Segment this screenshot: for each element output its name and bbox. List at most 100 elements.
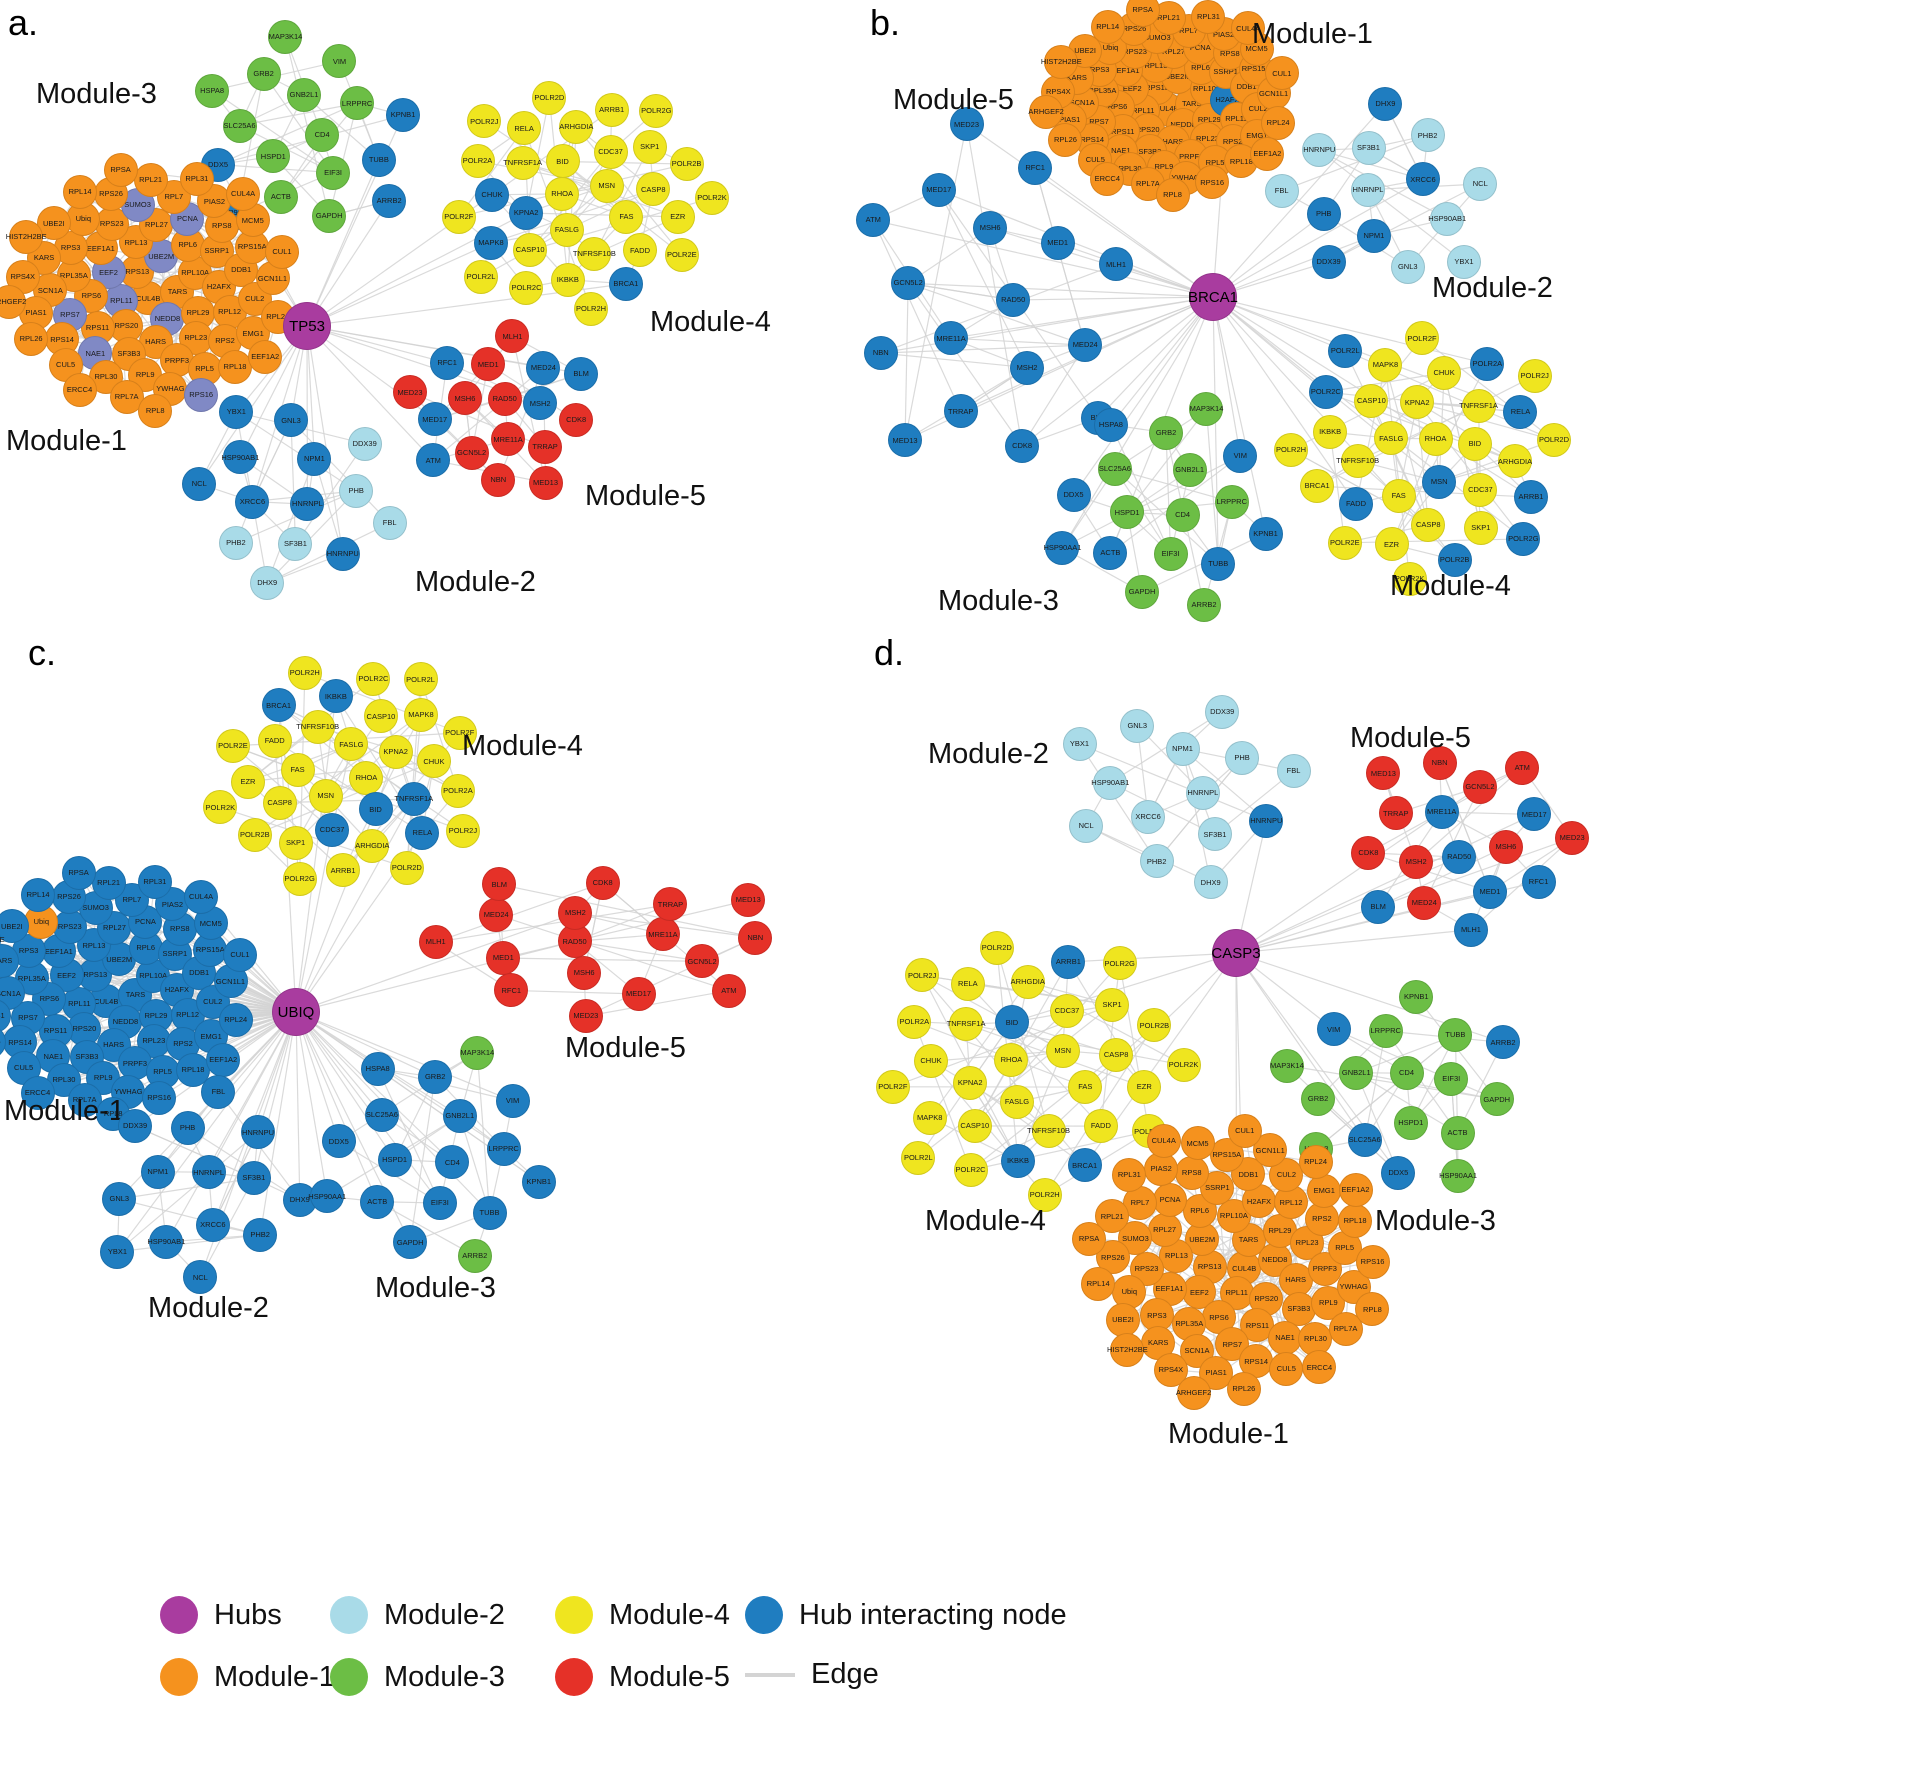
gene-node-msn[interactable]: MSN	[1045, 1033, 1080, 1068]
gene-node-fas[interactable]: FAS	[1068, 1069, 1103, 1104]
gene-node-msh2[interactable]: MSH2	[558, 896, 593, 931]
gene-node-kpnb1[interactable]: KPNB1	[386, 98, 421, 133]
gene-node-actb[interactable]: ACTB	[1440, 1115, 1475, 1150]
gene-node-rpl24[interactable]: RPL24	[218, 1002, 253, 1037]
gene-node-rpl31[interactable]: RPL31	[179, 161, 214, 196]
gene-node-med24[interactable]: MED24	[526, 350, 561, 385]
gene-node-rpsa[interactable]: RPSA	[1072, 1221, 1107, 1256]
gene-node-xrcc6[interactable]: XRCC6	[1405, 162, 1440, 197]
gene-node-gnl3[interactable]: GNL3	[102, 1181, 137, 1216]
gene-node-bid[interactable]: BID	[1457, 426, 1492, 461]
gene-node-polr2g[interactable]: POLR2G	[1102, 946, 1137, 981]
gene-node-atm[interactable]: ATM	[711, 973, 746, 1008]
gene-node-polr2a[interactable]: POLR2A	[460, 143, 495, 178]
gene-node-sf3b1[interactable]: SF3B1	[278, 527, 313, 562]
gene-node-arrb1[interactable]: ARRB1	[594, 92, 629, 127]
gene-node-trrap[interactable]: TRRAP	[528, 430, 563, 465]
gene-node-blm[interactable]: BLM	[482, 867, 517, 902]
gene-node-rpl26[interactable]: RPL26	[1048, 122, 1083, 157]
gene-node-polr2e[interactable]: POLR2E	[664, 237, 699, 272]
gene-node-hnrnpl[interactable]: HNRNPL	[1350, 172, 1385, 207]
gene-node-kpna2[interactable]: KPNA2	[509, 195, 544, 230]
gene-node-skp1[interactable]: SKP1	[632, 129, 667, 164]
gene-node-med17[interactable]: MED17	[921, 173, 956, 208]
gene-node-dhx9[interactable]: DHX9	[1193, 865, 1228, 900]
gene-node-phb[interactable]: PHB	[170, 1110, 205, 1145]
gene-node-mapk8[interactable]: MAPK8	[403, 697, 438, 732]
gene-node-eif3i[interactable]: EIF3I	[1153, 537, 1188, 572]
gene-node-nbn[interactable]: NBN	[1422, 746, 1457, 781]
gene-node-med13[interactable]: MED13	[528, 465, 563, 500]
gene-node-eef1a2[interactable]: EEF1A2	[206, 1043, 241, 1078]
gene-node-cdc37[interactable]: CDC37	[593, 134, 628, 169]
gene-node-npm1[interactable]: NPM1	[1356, 218, 1391, 253]
gene-node-rpl23[interactable]: RPL23	[178, 321, 213, 356]
gene-node-tnfrsf1a[interactable]: TNFRSF1A	[503, 146, 542, 181]
gene-node-msh2[interactable]: MSH2	[523, 386, 558, 421]
gene-node-casp8[interactable]: CASP8	[1411, 508, 1446, 543]
gene-node-faslg[interactable]: FASLG	[1000, 1085, 1035, 1119]
gene-node-rpl14[interactable]: RPL14	[1081, 1266, 1116, 1301]
gene-node-phb[interactable]: PHB	[1306, 197, 1341, 232]
gene-node-tubb[interactable]: TUBB	[1201, 546, 1236, 581]
gene-node-slc25a6[interactable]: SLC25A6	[1347, 1122, 1382, 1157]
gene-node-fas[interactable]: FAS	[609, 199, 644, 234]
gene-node-med17[interactable]: MED17	[1517, 797, 1552, 832]
gene-node-fadd[interactable]: FADD	[1339, 487, 1373, 522]
gene-node-rpl26[interactable]: RPL26	[0, 1025, 7, 1060]
gene-node-rpl30[interactable]: RPL30	[1298, 1321, 1333, 1356]
gene-node-rfc1[interactable]: RFC1	[494, 973, 529, 1008]
gene-node-npm1[interactable]: NPM1	[140, 1154, 175, 1189]
gene-node-kpnb1[interactable]: KPNB1	[1399, 979, 1434, 1014]
gene-node-ybx1[interactable]: YBX1	[219, 395, 254, 430]
gene-node-phb2[interactable]: PHB2	[1139, 844, 1174, 879]
gene-node-cul4a[interactable]: CUL4A	[1146, 1123, 1181, 1158]
gene-node-nbn[interactable]: NBN	[863, 336, 898, 371]
gene-node-msh6[interactable]: MSH6	[973, 210, 1008, 245]
hub-node-tp53[interactable]: TP53	[283, 302, 331, 350]
gene-node-polr2k[interactable]: POLR2K	[1392, 562, 1427, 597]
gene-node-ncl[interactable]: NCL	[1463, 167, 1498, 201]
gene-node-cul1[interactable]: CUL1	[264, 235, 299, 270]
gene-node-ncl[interactable]: NCL	[182, 466, 217, 501]
gene-node-gcn5l2[interactable]: GCN5L2	[891, 266, 926, 301]
gene-node-vim[interactable]: VIM	[1316, 1012, 1351, 1047]
gene-node-ybx1[interactable]: YBX1	[1446, 244, 1481, 279]
gene-node-grb2[interactable]: GRB2	[1149, 415, 1184, 450]
gene-node-tnfrsf1a[interactable]: TNFRSF1A	[1459, 388, 1498, 423]
gene-node-blm[interactable]: BLM	[1361, 889, 1396, 924]
gene-node-hsp90ab1[interactable]: HSP90AB1	[1091, 765, 1129, 800]
gene-node-ezr[interactable]: EZR	[660, 199, 695, 234]
gene-node-cdc37[interactable]: CDC37	[1050, 993, 1085, 1028]
gene-node-casp8[interactable]: CASP8	[1099, 1037, 1134, 1072]
gene-node-tnfrsf1a[interactable]: TNFRSF1A	[947, 1007, 985, 1042]
gene-node-polr2f[interactable]: POLR2F	[875, 1069, 910, 1104]
gene-node-mlh1[interactable]: MLH1	[1453, 912, 1488, 947]
gene-node-trrap[interactable]: TRRAP	[943, 394, 978, 429]
gene-node-med24[interactable]: MED24	[1407, 886, 1442, 920]
gene-node-polr2e[interactable]: POLR2E	[1327, 525, 1362, 560]
gene-node-skp1[interactable]: SKP1	[1463, 510, 1498, 545]
gene-node-polr2c[interactable]: POLR2C	[356, 662, 391, 697]
gene-node-cdk8[interactable]: CDK8	[559, 403, 594, 438]
gene-node-atm[interactable]: ATM	[1505, 750, 1540, 785]
gene-node-npm1[interactable]: NPM1	[1165, 731, 1200, 766]
gene-node-rhoa[interactable]: RHOA	[349, 761, 384, 795]
gene-node-cul1[interactable]: CUL1	[1264, 56, 1299, 91]
gene-node-rpl14[interactable]: RPL14	[1090, 10, 1125, 45]
gene-node-ikbkb[interactable]: IKBKB	[550, 262, 585, 297]
gene-node-xrcc6[interactable]: XRCC6	[1131, 799, 1166, 834]
gene-node-tnfrsf10b[interactable]: TNFRSF10B	[573, 237, 616, 272]
gene-node-cdc37[interactable]: CDC37	[1463, 473, 1498, 508]
gene-node-gnb2l1[interactable]: GNB2L1	[1172, 453, 1207, 488]
gene-node-kars[interactable]: KARS	[0, 944, 20, 979]
gene-node-mlh1[interactable]: MLH1	[418, 925, 453, 960]
gene-node-eif3i[interactable]: EIF3I	[422, 1186, 457, 1221]
gene-node-ercc4[interactable]: ERCC4	[62, 372, 97, 407]
gene-node-mapk8[interactable]: MAPK8	[1368, 347, 1403, 382]
gene-node-hspd1[interactable]: HSPD1	[256, 139, 291, 174]
gene-node-fadd[interactable]: FADD	[623, 233, 657, 268]
gene-node-polr2a[interactable]: POLR2A	[440, 773, 475, 808]
gene-node-emg1[interactable]: EMG1	[1307, 1173, 1342, 1208]
gene-node-msh6[interactable]: MSH6	[1488, 829, 1523, 864]
